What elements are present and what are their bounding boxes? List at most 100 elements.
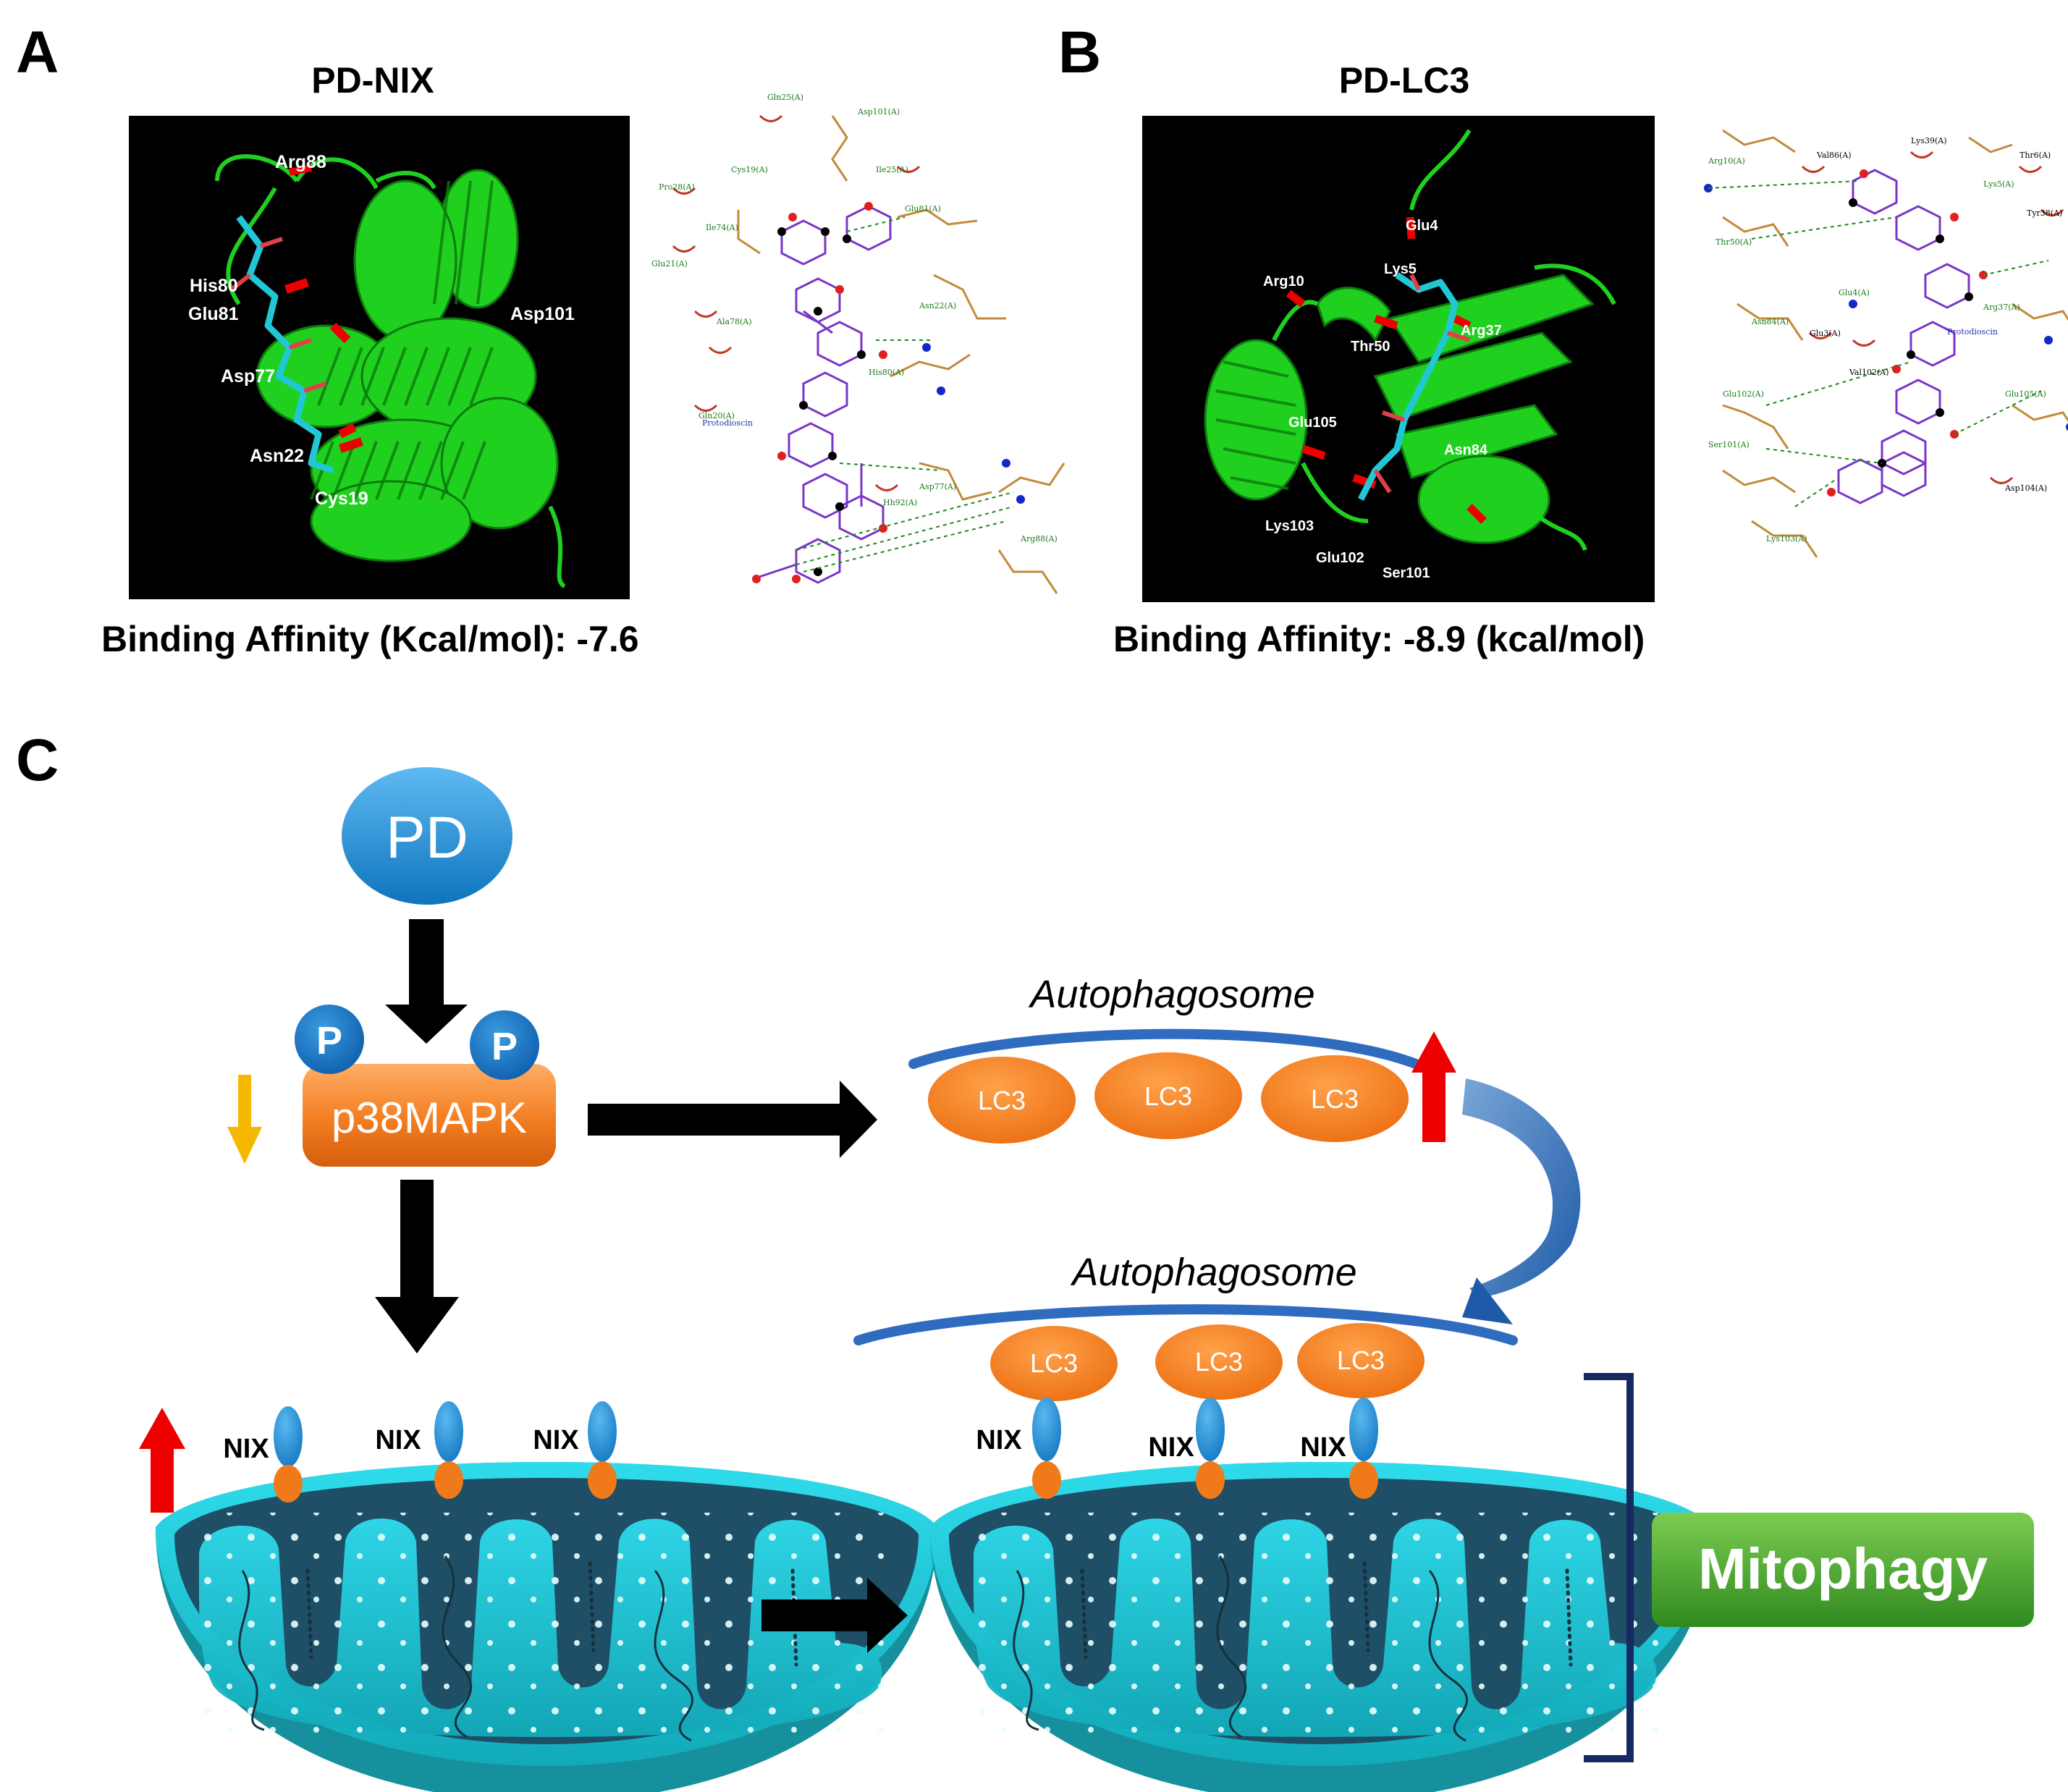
nix-protein-structure: Arg88 His80 Glu81 Asp101 Asp77 Asn22 Cys… xyxy=(129,116,630,599)
ligplot-residue-label: Hh92(A) xyxy=(883,498,917,507)
phospho-right: P xyxy=(470,1010,539,1080)
panel-a-letter: A xyxy=(16,20,59,85)
residue-label: Arg37 xyxy=(1461,323,1502,339)
lc3-label: LC3 xyxy=(1311,1084,1359,1114)
mitophagy-box: Mitophagy xyxy=(1652,1513,2034,1627)
lc3-node: LC3 xyxy=(928,1057,1076,1144)
panel-b-letter: B xyxy=(1058,20,1101,85)
ligplot-residue-label: Lys39(A) xyxy=(1911,136,1947,145)
p38mapk-node: p38MAPK xyxy=(303,1064,556,1167)
residue-label: Lys103 xyxy=(1265,518,1314,534)
ligplot-residue-label: Asn84(A) xyxy=(1751,317,1789,326)
panel-b-title: PD-LC3 xyxy=(1339,60,1470,101)
kinase-label: p38MAPK xyxy=(332,1094,527,1142)
phospho-label: P xyxy=(316,1019,342,1062)
residue-label: Glu102 xyxy=(1316,550,1364,566)
nix-receptor: NIX xyxy=(533,1401,617,1499)
nix-label: NIX xyxy=(223,1434,269,1464)
grouping-bracket xyxy=(1584,1373,1634,1762)
residue-label: Cys19 xyxy=(315,489,368,509)
pd-label: PD xyxy=(386,805,468,871)
nix-ligplot: Gln25(A) Asp101(A) Cys19(A) Ile25(A) Pro… xyxy=(651,93,1065,594)
panel-a-binding-affinity: Binding Affinity (Kcal/mol): -7.6 xyxy=(101,619,639,659)
ligplot-residue-label: Lys5(A) xyxy=(1983,179,2014,189)
arrow-to-mitophagy xyxy=(761,1578,908,1653)
ligplot-residue-label: Gln25(A) xyxy=(767,93,803,102)
nix-label: NIX xyxy=(976,1425,1022,1455)
ligplot-ligand-label: Protodioscin xyxy=(702,418,753,428)
panel-b-binding-affinity: Binding Affinity: -8.9 (kcal/mol) xyxy=(1113,619,1645,659)
lc3-node: LC3 xyxy=(1261,1055,1409,1142)
ligplot-residue-label: Glu105(A) xyxy=(2005,389,2046,399)
pd-node: PD xyxy=(342,767,512,905)
ligplot-residue-label: Cys19(A) xyxy=(731,165,768,174)
nix-receptor: NIX xyxy=(976,1398,1061,1499)
nix-label: NIX xyxy=(1148,1432,1194,1463)
autophagosome-label: Autophagosome xyxy=(1028,973,1314,1016)
residue-label: Glu81 xyxy=(188,304,239,324)
lc3-label: LC3 xyxy=(1144,1081,1192,1111)
lc3-node: LC3 xyxy=(1297,1323,1425,1398)
ligplot-residue-label: Glu3(A) xyxy=(1810,329,1841,338)
ligplot-ligand-label: Protodioscin xyxy=(1947,327,1998,337)
residue-label: Arg10 xyxy=(1263,274,1304,289)
nix-receptor: NIX xyxy=(223,1406,303,1503)
mitochondrion-right: NIX NIX NIX xyxy=(930,1398,1712,1792)
lc3-ligplot: Arg10(A) Val86(A) Lys39(A) Lys5(A) Thr6(… xyxy=(1704,129,2068,558)
ligplot-residue-label: Glu102(A) xyxy=(1723,389,1764,399)
residue-label: His80 xyxy=(190,276,238,296)
ligplot-residue-label: Ile74(A) xyxy=(706,223,738,232)
lc3-protein-structure: Glu4 Lys5 Arg10 Thr50 Arg37 Glu105 Asn84… xyxy=(1142,116,1655,602)
panel-b: B PD-LC3 Glu4 Lys5 Arg10 Thr50 xyxy=(1058,20,2068,659)
increase-arrow-icon xyxy=(1411,1031,1456,1142)
ligplot-residue-label: Pro28(A) xyxy=(659,182,695,192)
panel-c: C PD p38MAPK P P xyxy=(16,727,2034,1792)
ligplot-residue-label: Val86(A) xyxy=(1816,151,1852,160)
autophagosome-lower: Autophagosome LC3 LC3 LC3 xyxy=(853,1251,1518,1401)
nix-label: NIX xyxy=(533,1425,579,1455)
ligplot-residue-label: Asp104(A) xyxy=(2004,483,2047,493)
panel-a: A PD-NIX A xyxy=(16,20,1065,659)
arrow-kinase-to-autophagosome xyxy=(588,1081,877,1158)
residue-label: Asn22 xyxy=(250,446,304,466)
lc3-label: LC3 xyxy=(978,1086,1026,1115)
nix-receptor: NIX xyxy=(1148,1398,1225,1499)
lc3-node: LC3 xyxy=(990,1326,1118,1401)
nix-receptor: NIX xyxy=(375,1401,463,1499)
panel-a-title: PD-NIX xyxy=(311,60,434,101)
residue-label: Thr50 xyxy=(1351,339,1390,355)
residue-label: Ser101 xyxy=(1383,565,1430,581)
residue-label: Glu4 xyxy=(1406,218,1438,234)
ligplot-residue-label: Asp101(A) xyxy=(857,107,900,117)
nix-receptor: NIX xyxy=(1300,1398,1378,1499)
ligplot-residue-label: Asn22(A) xyxy=(919,301,956,310)
mitochondrion-left: NIX NIX NIX xyxy=(139,1401,937,1792)
ligplot-residue-label: Val102(A) xyxy=(1849,368,1889,377)
ligplot-residue-label: Ile25(A) xyxy=(876,165,908,174)
curved-arrow xyxy=(1462,1078,1581,1324)
lc3-node: LC3 xyxy=(1094,1052,1242,1139)
residue-label: Asp77 xyxy=(221,366,275,386)
increase-arrow-icon xyxy=(139,1408,185,1513)
ligplot-residue-label: Ala78(A) xyxy=(716,317,752,326)
ligplot-residue-label: His80(A) xyxy=(869,368,904,377)
mitophagy-label: Mitophagy xyxy=(1698,1537,1988,1601)
ligplot-residue-label: Gln20(A) xyxy=(699,411,735,420)
autophagosome-label: Autophagosome xyxy=(1070,1251,1356,1294)
ligplot-residue-label: Arg37(A) xyxy=(1983,303,2020,312)
lc3-label: LC3 xyxy=(1030,1348,1078,1378)
ligplot-residue-label: Thr50(A) xyxy=(1715,237,1752,247)
phospho-left: P xyxy=(295,1005,364,1074)
residue-label: Asp101 xyxy=(510,304,575,324)
panel-c-letter: C xyxy=(16,727,59,793)
arrow-pd-to-kinase xyxy=(385,919,468,1044)
lc3-node: LC3 xyxy=(1155,1324,1283,1400)
nix-label: NIX xyxy=(1300,1432,1346,1463)
ligplot-residue-label: Thr6(A) xyxy=(2020,151,2051,160)
ligplot-residue-label: Glu21(A) xyxy=(651,259,688,269)
phospho-label: P xyxy=(491,1025,518,1068)
ligplot-residue-label: Ser101(A) xyxy=(1708,440,1750,449)
ligplot-residue-label: Arg88(A) xyxy=(1020,534,1058,544)
